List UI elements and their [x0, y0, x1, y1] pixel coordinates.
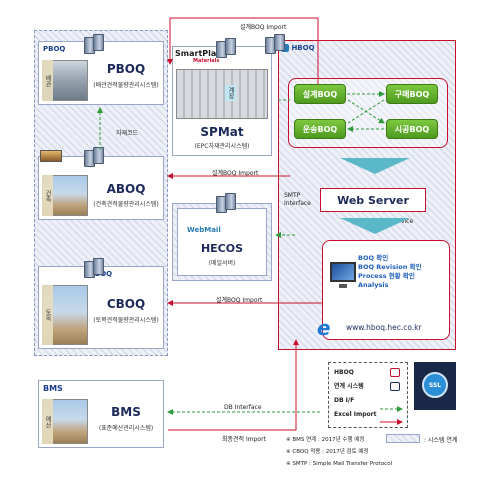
- hboq-logo-text: HBOQ: [291, 44, 315, 52]
- monitor-icon: [330, 262, 356, 282]
- notes: ※ BMS 연계 : 2017년 수행 예정 ※ CBOQ 적용 : 2017년…: [286, 434, 392, 470]
- hecos-logo: WebMail: [187, 226, 221, 234]
- label-final-import: 최종견적 Import: [222, 436, 266, 443]
- node-purchase-boq[interactable]: 구매BOQ: [386, 84, 438, 104]
- aboq-desc: (건축견적물량관리시스템): [93, 201, 159, 208]
- hecos-box[interactable]: WebMail HECOS (메일서버): [172, 203, 272, 281]
- legend-item-hboq: HBOQ: [334, 369, 354, 376]
- spmat-photo: [176, 69, 268, 119]
- aboq-box[interactable]: 건축 ABOQ (건축견적물량관리시스템): [38, 156, 164, 220]
- feature-item: BOQ Revision 확인: [358, 263, 422, 271]
- cboq-desc: (토목견적물량관리시스템): [93, 317, 159, 324]
- spmat-desc: (EPC자재관리시스템): [194, 143, 250, 150]
- aboq-server-icon: [84, 147, 106, 167]
- node-design-boq[interactable]: 설계BOQ: [294, 84, 346, 104]
- pboq-side-label: 배관: [42, 60, 53, 101]
- client-box[interactable]: [322, 240, 450, 340]
- label-top-import: 설계BOQ Import: [240, 24, 287, 31]
- aboq-name: ABOQ: [106, 182, 146, 196]
- aboq-side-label: 건축: [42, 175, 53, 216]
- hboq-url[interactable]: www.hboq.hec.co.kr: [346, 323, 422, 332]
- node-transport-boq[interactable]: 운송BOQ: [294, 119, 346, 139]
- note-smtp: ※ SMTP : Simple Mail Transfer Protocol: [286, 461, 393, 467]
- legend-item-linked: 연계 시스템: [334, 383, 364, 390]
- legend-swatch-hboq: [390, 368, 400, 377]
- legend-items: HBOQ 연계 시스템 DB I/F Excel Import: [334, 366, 376, 422]
- web-service-label: Web Service: [376, 218, 414, 225]
- bms-logo: BMS: [43, 384, 63, 393]
- ssl-icon: SSL: [422, 372, 448, 398]
- spmat-photo-label: 계장: [225, 85, 236, 101]
- web-server-label: Web Server: [337, 193, 409, 207]
- label-db-interface: DB Interface: [224, 404, 262, 411]
- line-final-import: [168, 339, 299, 431]
- cboq-name: CBOQ: [106, 297, 146, 311]
- label-smtp: SMTP Interface: [284, 192, 311, 207]
- label-cboq-import: 설계BOQ Import: [216, 297, 263, 304]
- cboq-box[interactable]: HBOQ 토목 CBOQ (토목견적물량관리시스템): [38, 266, 164, 349]
- cboq-server-icon: [84, 258, 106, 278]
- bms-side-label: 예산: [42, 399, 53, 444]
- legend-box: [328, 362, 408, 428]
- spmat-name: SPMat: [200, 125, 244, 139]
- hecos-server-icon: [216, 193, 238, 213]
- legend-item-dbif: DB I/F: [334, 397, 355, 404]
- label-material-code: 자재코드: [116, 130, 139, 137]
- pboq-box[interactable]: PBOQ 배관 PBOQ (배관견적물량관리시스템): [38, 41, 164, 105]
- bms-desc: (표준예산관리시스템): [98, 425, 154, 432]
- note-cboq: ※ CBOQ 적용 : 2017년 검토 예정: [286, 449, 369, 455]
- spmat-logo-sub: Materials: [193, 58, 220, 64]
- feature-item: BOQ 확인: [358, 254, 389, 262]
- pboq-name: PBOQ: [106, 62, 146, 76]
- ssl-label: SSL: [428, 381, 442, 389]
- cboq-side-label: 토목: [42, 285, 53, 345]
- spmat-box[interactable]: SmartPlant Materials 계장 SPMat (EPC자재관리시스…: [172, 46, 272, 156]
- legend-item-excel: Excel Import: [334, 411, 377, 418]
- pboq-desc: (배관견적물량관리시스템): [93, 82, 159, 89]
- legend-system-link-swatch: [386, 434, 420, 443]
- ie-icon: e: [317, 316, 331, 340]
- monitor-stand-icon: [339, 284, 347, 288]
- hecos-name: HECOS: [200, 242, 244, 255]
- spmat-server-icon: [216, 38, 238, 58]
- legend-system-link-label: : 시스템 연계: [424, 437, 458, 444]
- feature-item: Process 현황 확인: [358, 272, 415, 280]
- web-server[interactable]: Web Server: [320, 188, 426, 212]
- label-aboq-import: 설계BOQ Import: [212, 170, 259, 177]
- aboq-thumbnail: [40, 150, 62, 162]
- legend-swatch-linked: [390, 382, 400, 391]
- ssl-box: SSL: [414, 362, 456, 410]
- feature-list: BOQ 확인 BOQ Revision 확인 Process 현황 확인 Ana…: [358, 254, 422, 290]
- pboq-server-icon: [84, 34, 106, 54]
- note-bms: ※ BMS 연계 : 2017년 수행 예정: [286, 437, 365, 443]
- feature-item: Analysis: [358, 281, 389, 289]
- hecos-desc: (메일서버): [208, 260, 236, 267]
- bms-name: BMS: [111, 405, 141, 419]
- hboq-server-icon: [265, 34, 287, 54]
- node-construction-boq[interactable]: 시공BOQ: [386, 119, 438, 139]
- bms-box[interactable]: BMS 예산 BMS (표준예산관리시스템): [38, 380, 164, 448]
- pboq-logo: PBOQ: [43, 45, 66, 53]
